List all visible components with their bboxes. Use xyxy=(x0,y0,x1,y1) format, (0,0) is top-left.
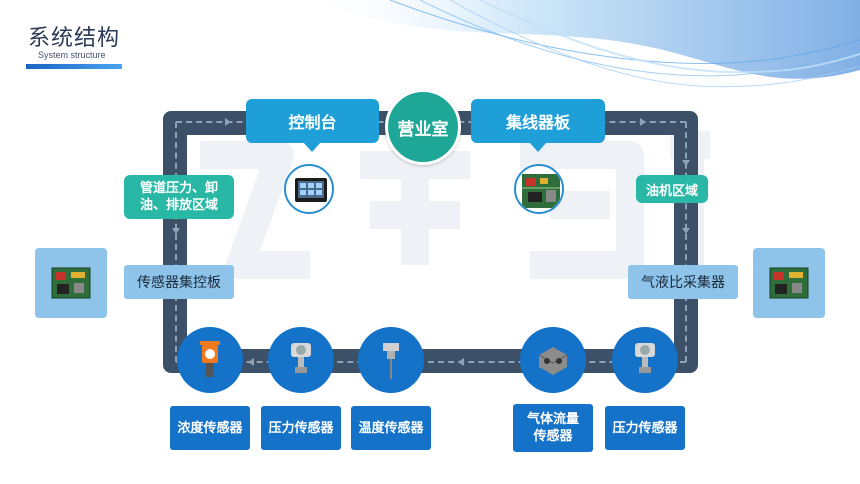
sensor-label-box: 浓度传感器 xyxy=(170,406,250,450)
pipeline-zone-box: 管道压力、卸 油、排放区域 xyxy=(124,175,234,219)
right-collector-label: 气液比采集器 xyxy=(641,275,725,291)
right-board-icon xyxy=(769,267,809,299)
track-dash-bottom xyxy=(176,361,686,363)
page-subtitle: System structure xyxy=(38,50,106,60)
temperature-probe-icon xyxy=(358,327,424,393)
pipeline-zone-line1: 管道压力、卸 xyxy=(139,181,218,196)
business-room-label: 营业室 xyxy=(397,119,449,140)
console-monitor-icon xyxy=(284,164,334,214)
left-controller-panel xyxy=(35,248,107,318)
concentrator-label: 集线器板 xyxy=(505,113,570,132)
sensor-label: 压力传感器 xyxy=(612,420,678,436)
tank-zone-label: 油机区域 xyxy=(645,183,698,199)
flow-arrow-left-icon xyxy=(458,358,464,366)
flow-arrow-down-icon xyxy=(682,228,690,234)
flow-arrow-down-icon xyxy=(172,228,180,234)
flow-arrow-right-icon xyxy=(640,118,646,126)
sensor-label-box: 气体流量 传感器 xyxy=(513,404,593,452)
sensor-label: 压力传感器 xyxy=(268,420,334,436)
sensor-label: 浓度传感器 xyxy=(177,420,243,436)
left-board-icon xyxy=(51,267,91,299)
flow-meter-icon xyxy=(520,327,586,393)
title-underline xyxy=(26,64,122,69)
track-dash-left xyxy=(175,122,177,362)
left-controller-label-box: 传感器集控板 xyxy=(124,265,234,299)
pressure-transmitter-icon xyxy=(612,327,678,393)
decorative-waves xyxy=(300,0,860,88)
concentrator-box: 集线器板 xyxy=(471,99,605,152)
callout-tail xyxy=(303,142,321,152)
pressure-transmitter-icon xyxy=(268,327,334,393)
sensor-label-box: 压力传感器 xyxy=(261,406,341,450)
sensor-label-box: 压力传感器 xyxy=(605,406,685,450)
console-label: 控制台 xyxy=(288,113,337,132)
track-dash-right xyxy=(685,122,687,362)
sensor-label-line2: 传感器 xyxy=(533,429,573,444)
pipeline-zone-line2: 油、排放区域 xyxy=(139,198,218,213)
sensor-label-box: 温度传感器 xyxy=(351,406,431,450)
business-room-node: 营业室 xyxy=(385,89,461,165)
gas-detector-icon xyxy=(177,327,243,393)
sensor-label: 温度传感器 xyxy=(358,420,424,436)
console-box: 控制台 xyxy=(246,99,379,152)
flow-arrow-right-icon xyxy=(225,118,231,126)
flow-arrow-left-icon xyxy=(248,358,254,366)
page-title: 系统结构 xyxy=(28,26,121,51)
right-collector-panel xyxy=(753,248,825,318)
left-controller-label: 传感器集控板 xyxy=(137,275,221,291)
sensor-label-line1: 气体流量 xyxy=(526,412,579,427)
circuit-board-icon xyxy=(514,164,564,214)
callout-tail xyxy=(529,142,547,152)
tank-zone-box: 油机区域 xyxy=(636,175,708,203)
flow-arrow-down-icon xyxy=(682,160,690,166)
right-collector-label-box: 气液比采集器 xyxy=(628,265,738,299)
